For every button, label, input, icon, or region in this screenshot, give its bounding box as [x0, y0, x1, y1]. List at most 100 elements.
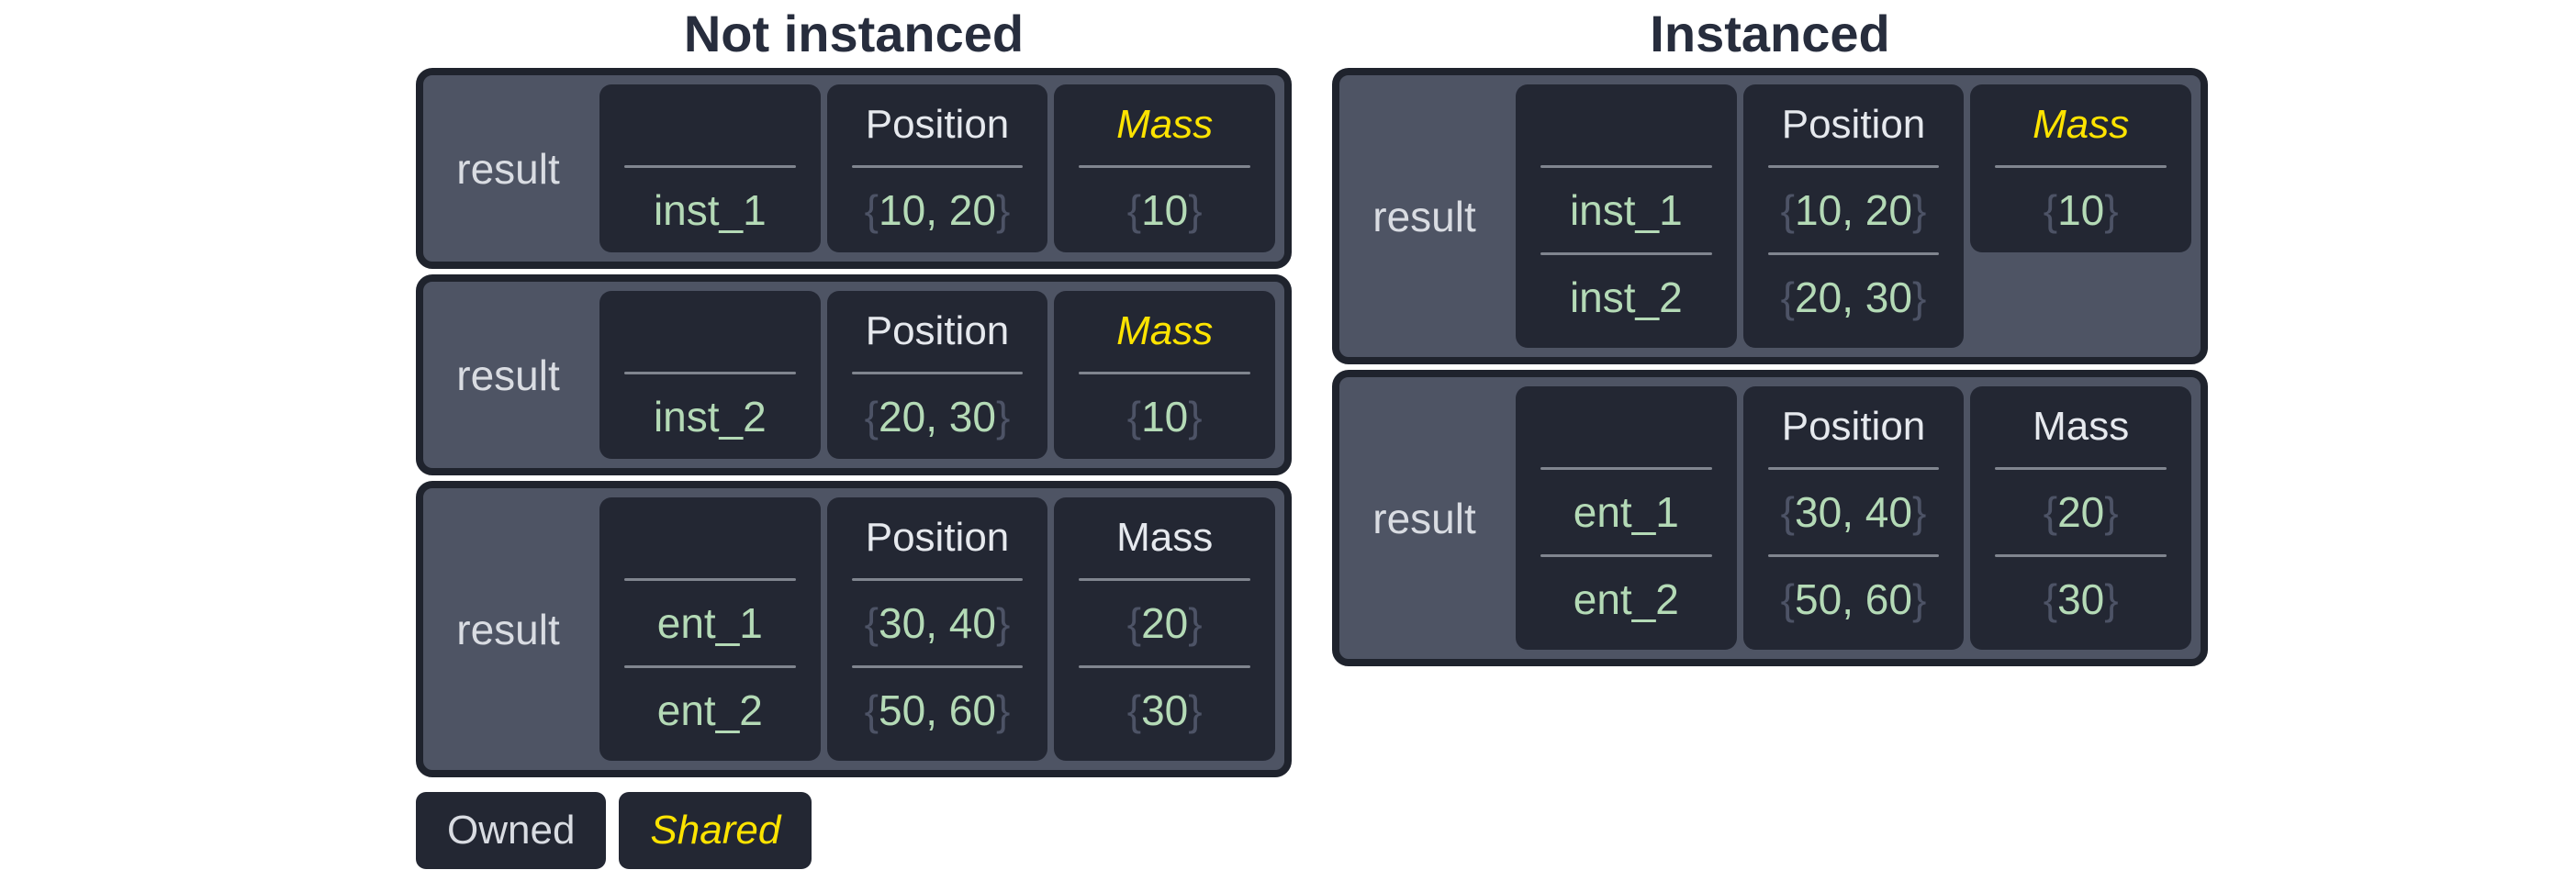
position-column: Position {30, 40} {50, 60} [826, 497, 1048, 761]
mass-value: {10} [1970, 168, 2191, 252]
position-value: {10, 20} [1743, 168, 1965, 252]
result-box-instanced: result inst_1 inst_2 Position {10, 20} {… [1332, 68, 2208, 364]
mass-header-shared: Mass [1116, 102, 1214, 147]
close-brace: } [1911, 273, 1927, 321]
legend-owned: Owned [416, 792, 607, 869]
divider-line [624, 578, 796, 581]
mass-header-shared: Mass [1116, 308, 1214, 353]
position-value: {30, 40} [1743, 470, 1965, 554]
entity-name: inst_2 [653, 393, 767, 441]
entity-column: inst_1 [599, 84, 821, 252]
position-column: Position {10, 20} [826, 84, 1048, 252]
result-label: result [1372, 494, 1476, 542]
mass-column: Mass {20} {30} [1970, 386, 2192, 650]
mass-value: {20} [1970, 470, 2191, 554]
mass-column-wrap: Mass {10} [1970, 84, 2192, 348]
mass-column: Mass {10} [1054, 291, 1276, 459]
entity-column-header-empty [599, 497, 821, 578]
divider-line [1079, 372, 1251, 374]
entity-column-header-empty [1516, 84, 1737, 165]
close-brace: } [1911, 488, 1927, 536]
close-brace: } [2104, 186, 2119, 234]
open-brace: { [1780, 488, 1796, 536]
mass-value: {10} [1054, 168, 1275, 252]
divider-line [851, 665, 1024, 668]
open-brace: { [1126, 186, 1142, 234]
value-text: 30, 40 [879, 599, 996, 647]
value-text: 50, 60 [879, 686, 996, 734]
divider-line [851, 578, 1024, 581]
value-text: 20, 30 [879, 393, 996, 441]
open-brace: { [2043, 186, 2058, 234]
position-column: Position {30, 40} {50, 60} [1742, 386, 1965, 650]
result-box-inst-1: result inst_1 Position {10, 20} Mass {10… [416, 68, 1292, 269]
open-brace: { [1126, 599, 1142, 647]
value-text: 30 [1141, 686, 1189, 734]
close-brace: } [1188, 686, 1203, 734]
legend: Owned Shared [416, 792, 1292, 869]
close-brace: } [1188, 393, 1203, 441]
position-header: Position [865, 515, 1010, 560]
not-instanced-title: Not instanced [683, 5, 1025, 62]
value-text: 10 [2057, 186, 2105, 234]
instanced-title: Instanced [1650, 5, 1890, 62]
result-box-inst-2: result inst_2 Position {20, 30} Mass {10… [416, 274, 1292, 475]
position-value: {30, 40} [827, 581, 1048, 665]
entity-column: ent_1 ent_2 [1516, 386, 1737, 650]
result-box-entities: result ent_1 ent_2 Position {30, 40} {50… [1332, 370, 2208, 666]
divider-line [851, 372, 1024, 374]
mass-value: {30} [1054, 668, 1275, 753]
value-text: 10 [1141, 186, 1189, 234]
entity-column-header-empty [1516, 386, 1737, 467]
divider-line [1995, 467, 2167, 470]
position-value: {10, 20} [827, 168, 1048, 252]
open-brace: { [1780, 575, 1796, 623]
position-value: {50, 60} [1743, 557, 1965, 641]
close-brace: } [995, 686, 1011, 734]
position-header: Position [865, 102, 1010, 147]
mass-column-shared: Mass {10} [1970, 84, 2192, 252]
entity-name: ent_1 [1573, 488, 1679, 536]
not-instanced-section: Not instanced result inst_1 Position {10… [416, 6, 1292, 869]
mass-header: Mass [1116, 515, 1214, 560]
mass-column: Mass {20} {30} [1054, 497, 1276, 761]
close-brace: } [1188, 599, 1203, 647]
entity-name: ent_2 [1573, 575, 1679, 623]
close-brace: } [995, 393, 1011, 441]
mass-value: {20} [1054, 581, 1275, 665]
entity-column: ent_1 ent_2 [599, 497, 821, 761]
mass-value: {30} [1970, 557, 2191, 641]
close-brace: } [995, 599, 1011, 647]
divider-line [1767, 467, 1940, 470]
result-box-entities: result ent_1 ent_2 Position {30, 40} {50… [416, 481, 1292, 777]
value-text: 30 [2057, 575, 2105, 623]
open-brace: { [1780, 186, 1796, 234]
position-header: Position [865, 308, 1010, 353]
close-brace: } [995, 186, 1011, 234]
divider-line [1540, 467, 1712, 470]
open-brace: { [864, 686, 879, 734]
entity-name: ent_2 [656, 686, 763, 734]
value-text: 30, 40 [1795, 488, 1912, 536]
entity-name: inst_1 [1569, 186, 1683, 234]
open-brace: { [2043, 575, 2058, 623]
close-brace: } [2104, 575, 2119, 623]
divider-line [1079, 578, 1251, 581]
divider-line [1540, 252, 1712, 255]
open-brace: { [2043, 488, 2058, 536]
position-column: Position {10, 20} {20, 30} [1742, 84, 1965, 348]
divider-line [1540, 165, 1712, 168]
mass-header-shared: Mass [2033, 102, 2130, 147]
position-value: {50, 60} [827, 668, 1048, 753]
entity-column: inst_1 inst_2 [1516, 84, 1737, 348]
open-brace: { [864, 186, 879, 234]
close-brace: } [1911, 575, 1927, 623]
mass-header: Mass [2033, 404, 2130, 449]
divider-line [1767, 554, 1940, 557]
close-brace: } [2104, 488, 2119, 536]
close-brace: } [1188, 186, 1203, 234]
position-header: Position [1781, 404, 1926, 449]
value-text: 10 [1141, 393, 1189, 441]
divider-line [1540, 554, 1712, 557]
